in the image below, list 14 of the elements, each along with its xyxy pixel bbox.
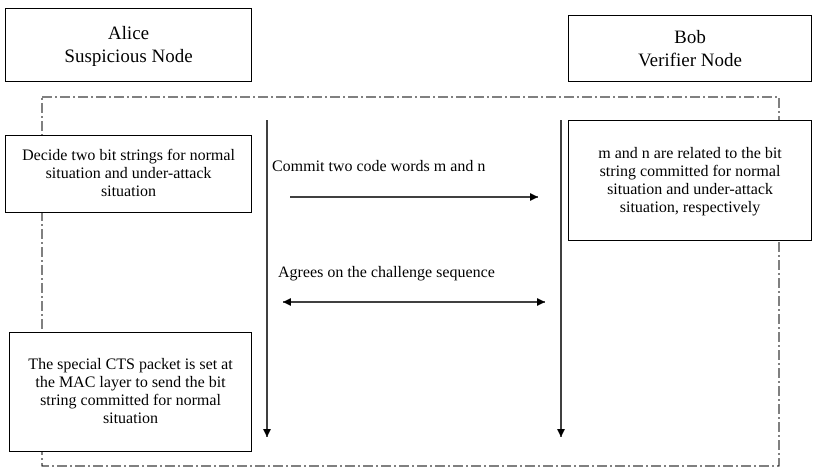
node-text: The special CTS packet is set at the MAC layer to send the bit string committed for normal situation (27, 356, 234, 428)
node-text: m and n are related to the bit string committed for normal situation and under-attack situation, respectively (597, 144, 783, 216)
node-text: Suspicious Node (64, 45, 193, 68)
participant-box (5, 8, 252, 82)
step-box (568, 120, 812, 241)
node-text: Decide two bit strings for normal situation and under-attack situation (21, 147, 236, 201)
node-text: Bob (674, 26, 706, 48)
step-box (9, 332, 252, 452)
node-text: Verifier Node (638, 48, 742, 72)
participant-box (568, 15, 812, 82)
message-label: Agrees on the challenge sequence (278, 264, 495, 282)
message-label: Commit two code words m and n (272, 158, 486, 176)
node-text: Alice (108, 22, 150, 45)
step-box (5, 135, 252, 213)
